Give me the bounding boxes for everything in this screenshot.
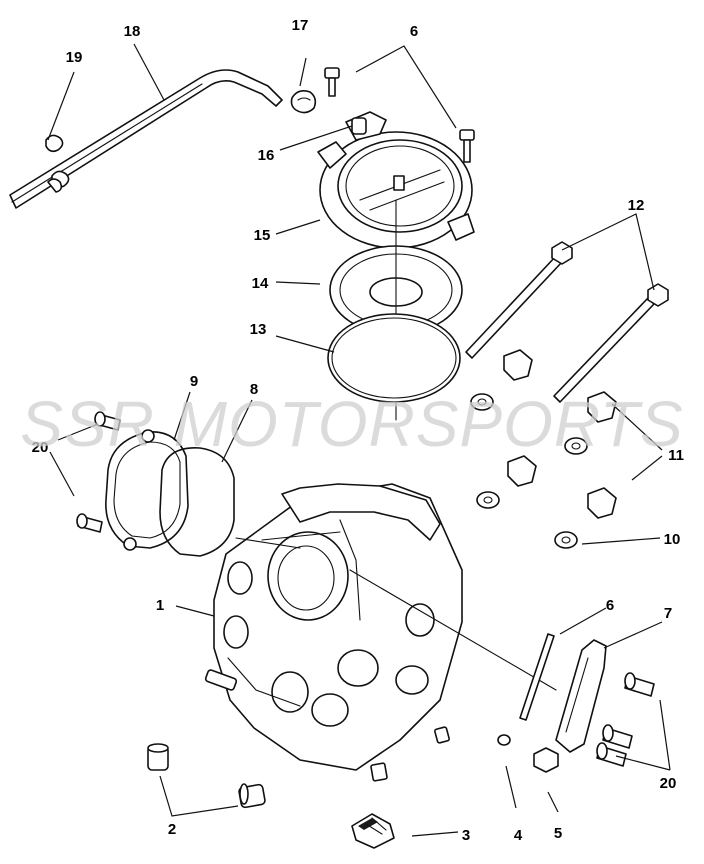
part-14-thermostat — [329, 199, 463, 421]
callout-6-mid: 6 — [606, 597, 614, 614]
part-6-rod — [519, 633, 555, 721]
callout-10: 10 — [664, 531, 681, 548]
callout-1: 1 — [156, 597, 164, 614]
part-19-hose-clamps — [45, 134, 70, 193]
callout-2: 2 — [168, 821, 176, 838]
callout-7: 7 — [664, 605, 672, 622]
callout-15: 15 — [254, 227, 271, 244]
part-6-bolts — [324, 67, 475, 163]
part-10-washers — [470, 393, 588, 549]
callout-6-top: 6 — [410, 23, 418, 40]
callout-8-top: 8 — [250, 381, 258, 398]
callout-14: 14 — [252, 275, 269, 292]
callout-labels: 17 18 19 6 16 15 14 13 12 9 8 20 11 10 1… — [32, 17, 684, 844]
part-18-hose — [9, 69, 283, 209]
part-11-acorn-nuts — [503, 349, 617, 519]
callout-20-left: 20 — [32, 439, 49, 456]
callout-12: 12 — [628, 197, 645, 214]
watermark: SSR MOTORSPORTS — [20, 388, 683, 460]
part-4-small-washer — [497, 734, 511, 746]
callout-17: 17 — [292, 17, 309, 34]
callout-20-right: 20 — [660, 775, 677, 792]
callout-13: 13 — [250, 321, 267, 338]
part-13-o-ring — [327, 313, 461, 403]
part-1-cylinder-head — [204, 483, 557, 782]
part-2-dowels — [147, 743, 266, 809]
callout-5: 5 — [554, 825, 562, 842]
part-20-bolts-right — [596, 672, 655, 767]
callout-9: 9 — [190, 373, 198, 390]
part-15-16-thermostat-housing — [317, 111, 475, 249]
part-9-side-cover — [105, 429, 189, 551]
leader-lines — [47, 43, 671, 837]
part-7-cover-plate — [555, 639, 607, 753]
callout-18: 18 — [124, 23, 141, 40]
part-17-clamp — [290, 90, 317, 114]
callout-3: 3 — [462, 827, 470, 844]
callout-16: 16 — [258, 147, 275, 164]
part-3-spark-plug — [351, 813, 395, 849]
callout-4: 4 — [514, 827, 523, 844]
part-20-bolts-left — [76, 411, 121, 533]
callout-11: 11 — [668, 447, 684, 464]
part-5-bolt — [533, 747, 559, 773]
part-8-gasket — [159, 447, 235, 557]
part-12-studs — [465, 241, 669, 403]
callout-19: 19 — [66, 49, 83, 66]
